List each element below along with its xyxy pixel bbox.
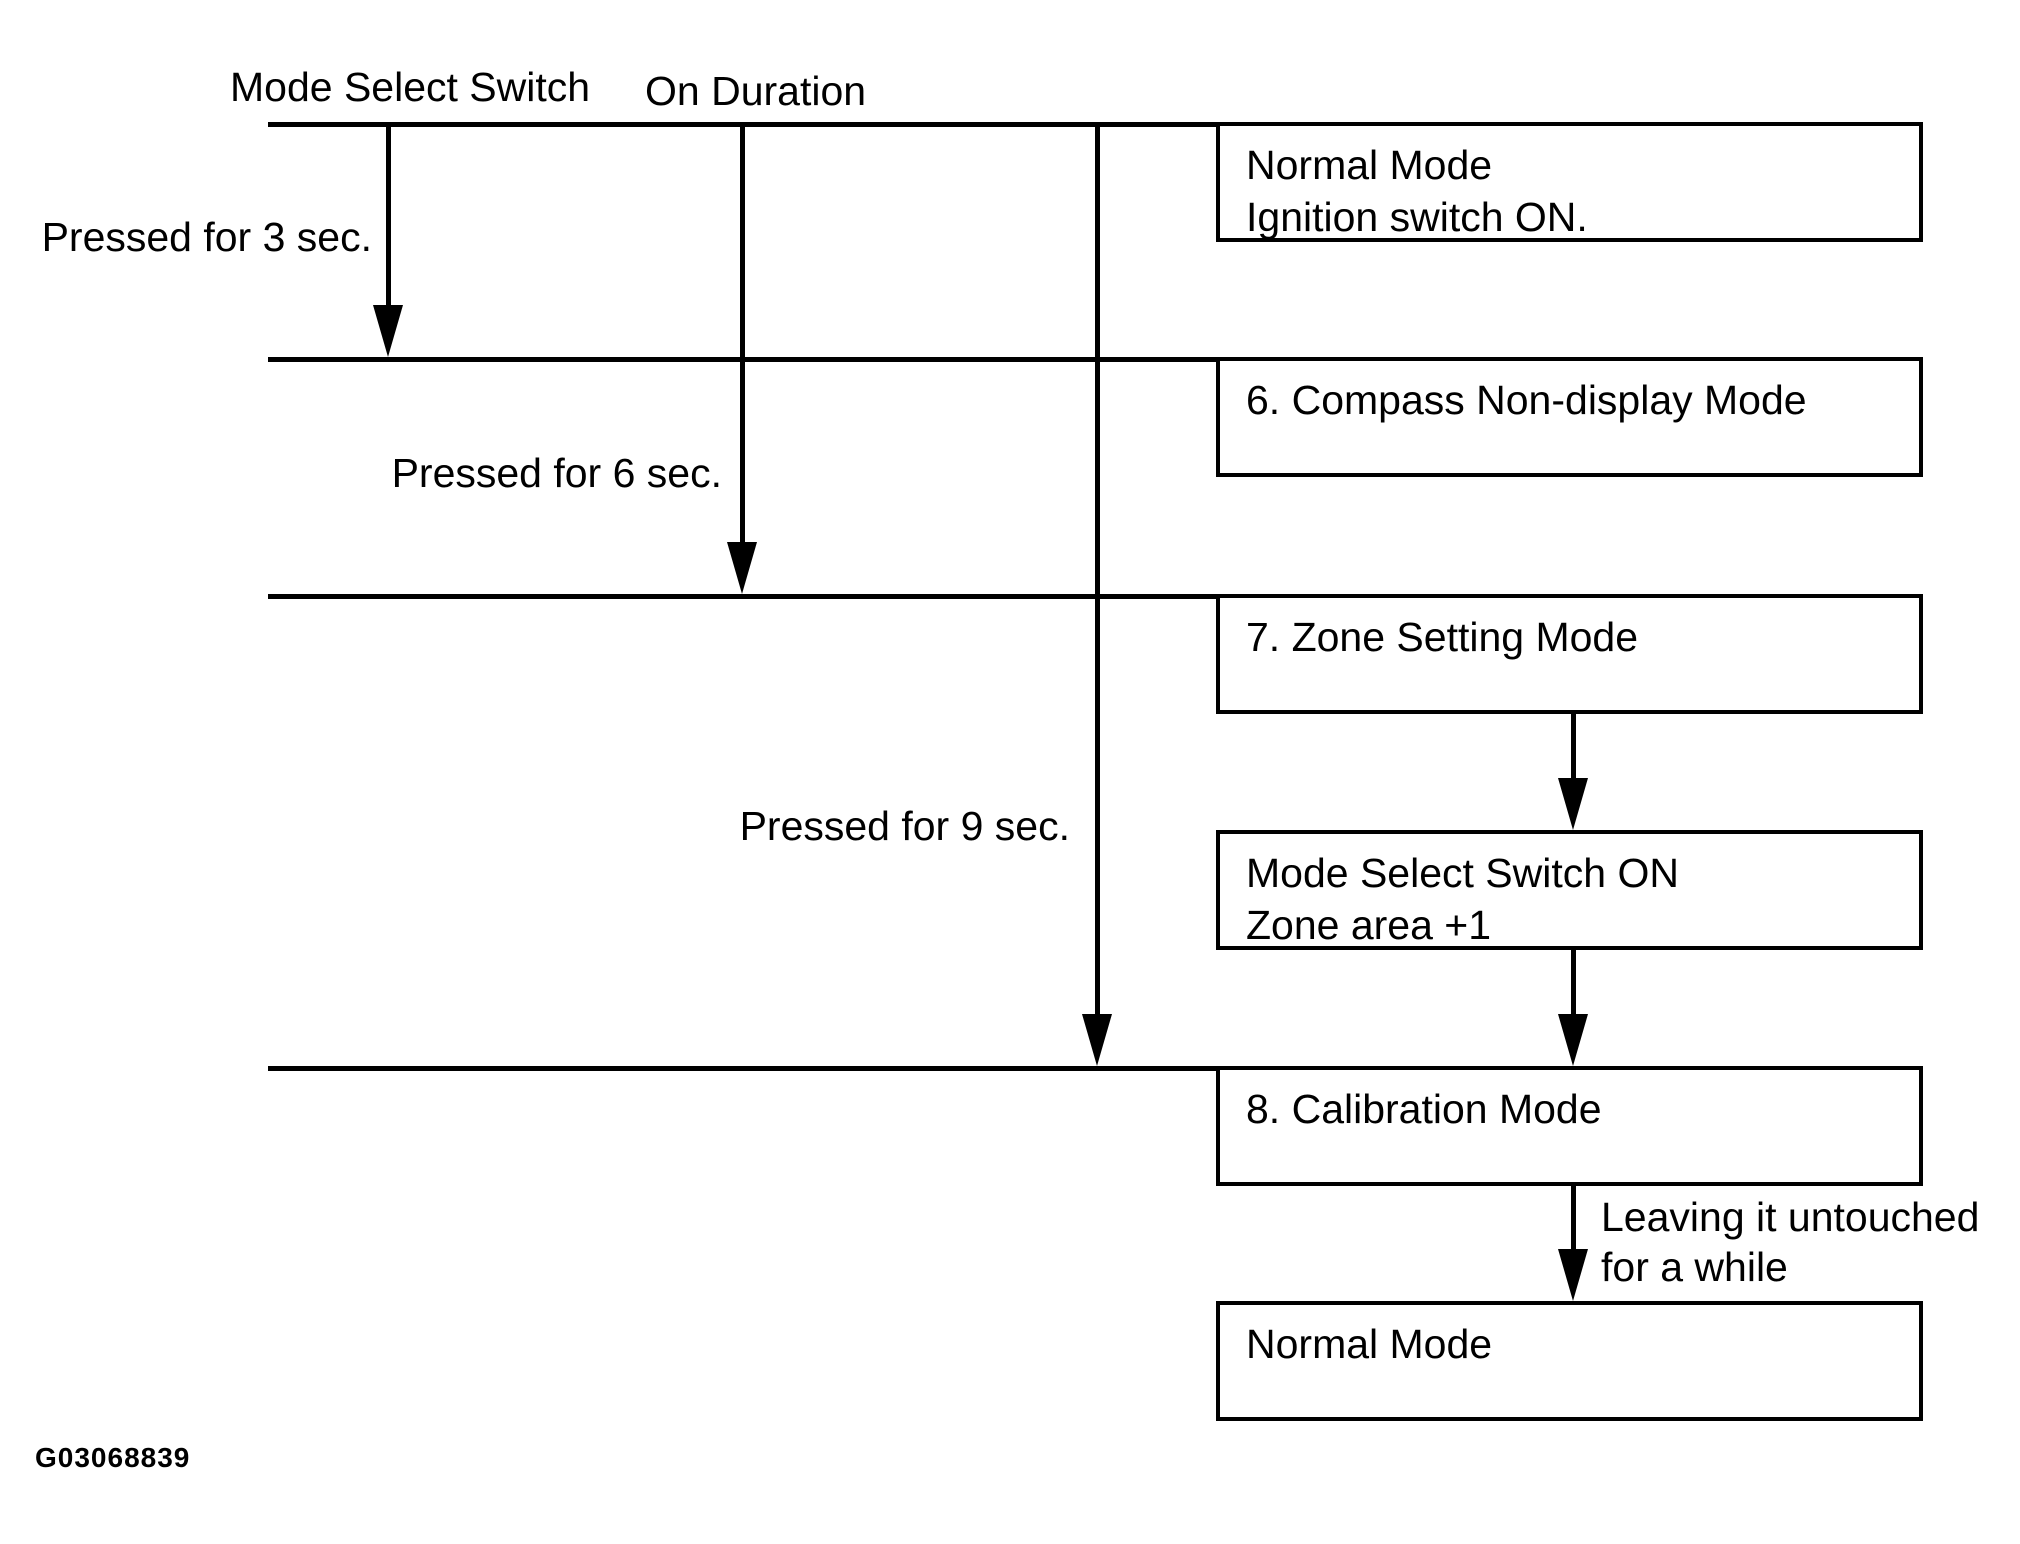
arrow-shaft	[386, 122, 391, 310]
column-label-mode-select-switch: Mode Select Switch	[230, 64, 591, 110]
box-text-line: Mode Select Switch ON	[1246, 850, 1679, 896]
box-text-line: 6. Compass Non-display Mode	[1246, 377, 1807, 423]
figure-id: G03068839	[35, 1442, 191, 1473]
arrow-shaft	[740, 122, 745, 547]
arrow-shaft	[1571, 948, 1576, 1018]
down-arrow-icon	[1558, 778, 1588, 830]
box-normal-mode-start: Normal Mode Ignition switch ON.	[1216, 122, 1923, 242]
box-zone-setting-mode: 7. Zone Setting Mode	[1216, 594, 1923, 714]
box-mode-select-switch-on: Mode Select Switch ON Zone area +1	[1216, 830, 1923, 950]
label-pressed-9-sec: Pressed for 9 sec.	[739, 803, 1070, 849]
column-label-on-duration: On Duration	[645, 68, 867, 114]
down-arrow-icon	[373, 305, 403, 357]
box-compass-non-display-mode: 6. Compass Non-display Mode	[1216, 357, 1923, 477]
timeline-rule-3	[268, 594, 1216, 599]
timeline-rule-4	[268, 1066, 1216, 1071]
label-leaving-untouched: Leaving it untouched for a while	[1601, 1192, 1979, 1292]
box-text-line: 7. Zone Setting Mode	[1246, 614, 1639, 660]
box-normal-mode-end: Normal Mode	[1216, 1301, 1923, 1421]
arrow-shaft	[1571, 1184, 1576, 1252]
box-calibration-mode: 8. Calibration Mode	[1216, 1066, 1923, 1186]
down-arrow-icon	[727, 542, 757, 594]
label-leaving-untouched-line1: Leaving it untouched	[1601, 1194, 1980, 1240]
box-text-line: 8. Calibration Mode	[1246, 1086, 1602, 1132]
box-text-line: Zone area +1	[1246, 902, 1492, 948]
label-leaving-untouched-line2: for a while	[1601, 1244, 1788, 1290]
box-text-line: Normal Mode	[1246, 142, 1493, 188]
arrow-shaft	[1095, 122, 1100, 1019]
arrow-shaft	[1571, 712, 1576, 782]
label-pressed-6-sec: Pressed for 6 sec.	[391, 450, 722, 496]
label-pressed-3-sec: Pressed for 3 sec.	[41, 214, 372, 260]
down-arrow-icon	[1558, 1249, 1588, 1301]
box-text-line: Normal Mode	[1246, 1321, 1493, 1367]
down-arrow-icon	[1082, 1014, 1112, 1066]
box-text-line: Ignition switch ON.	[1246, 194, 1588, 240]
down-arrow-icon	[1558, 1014, 1588, 1066]
